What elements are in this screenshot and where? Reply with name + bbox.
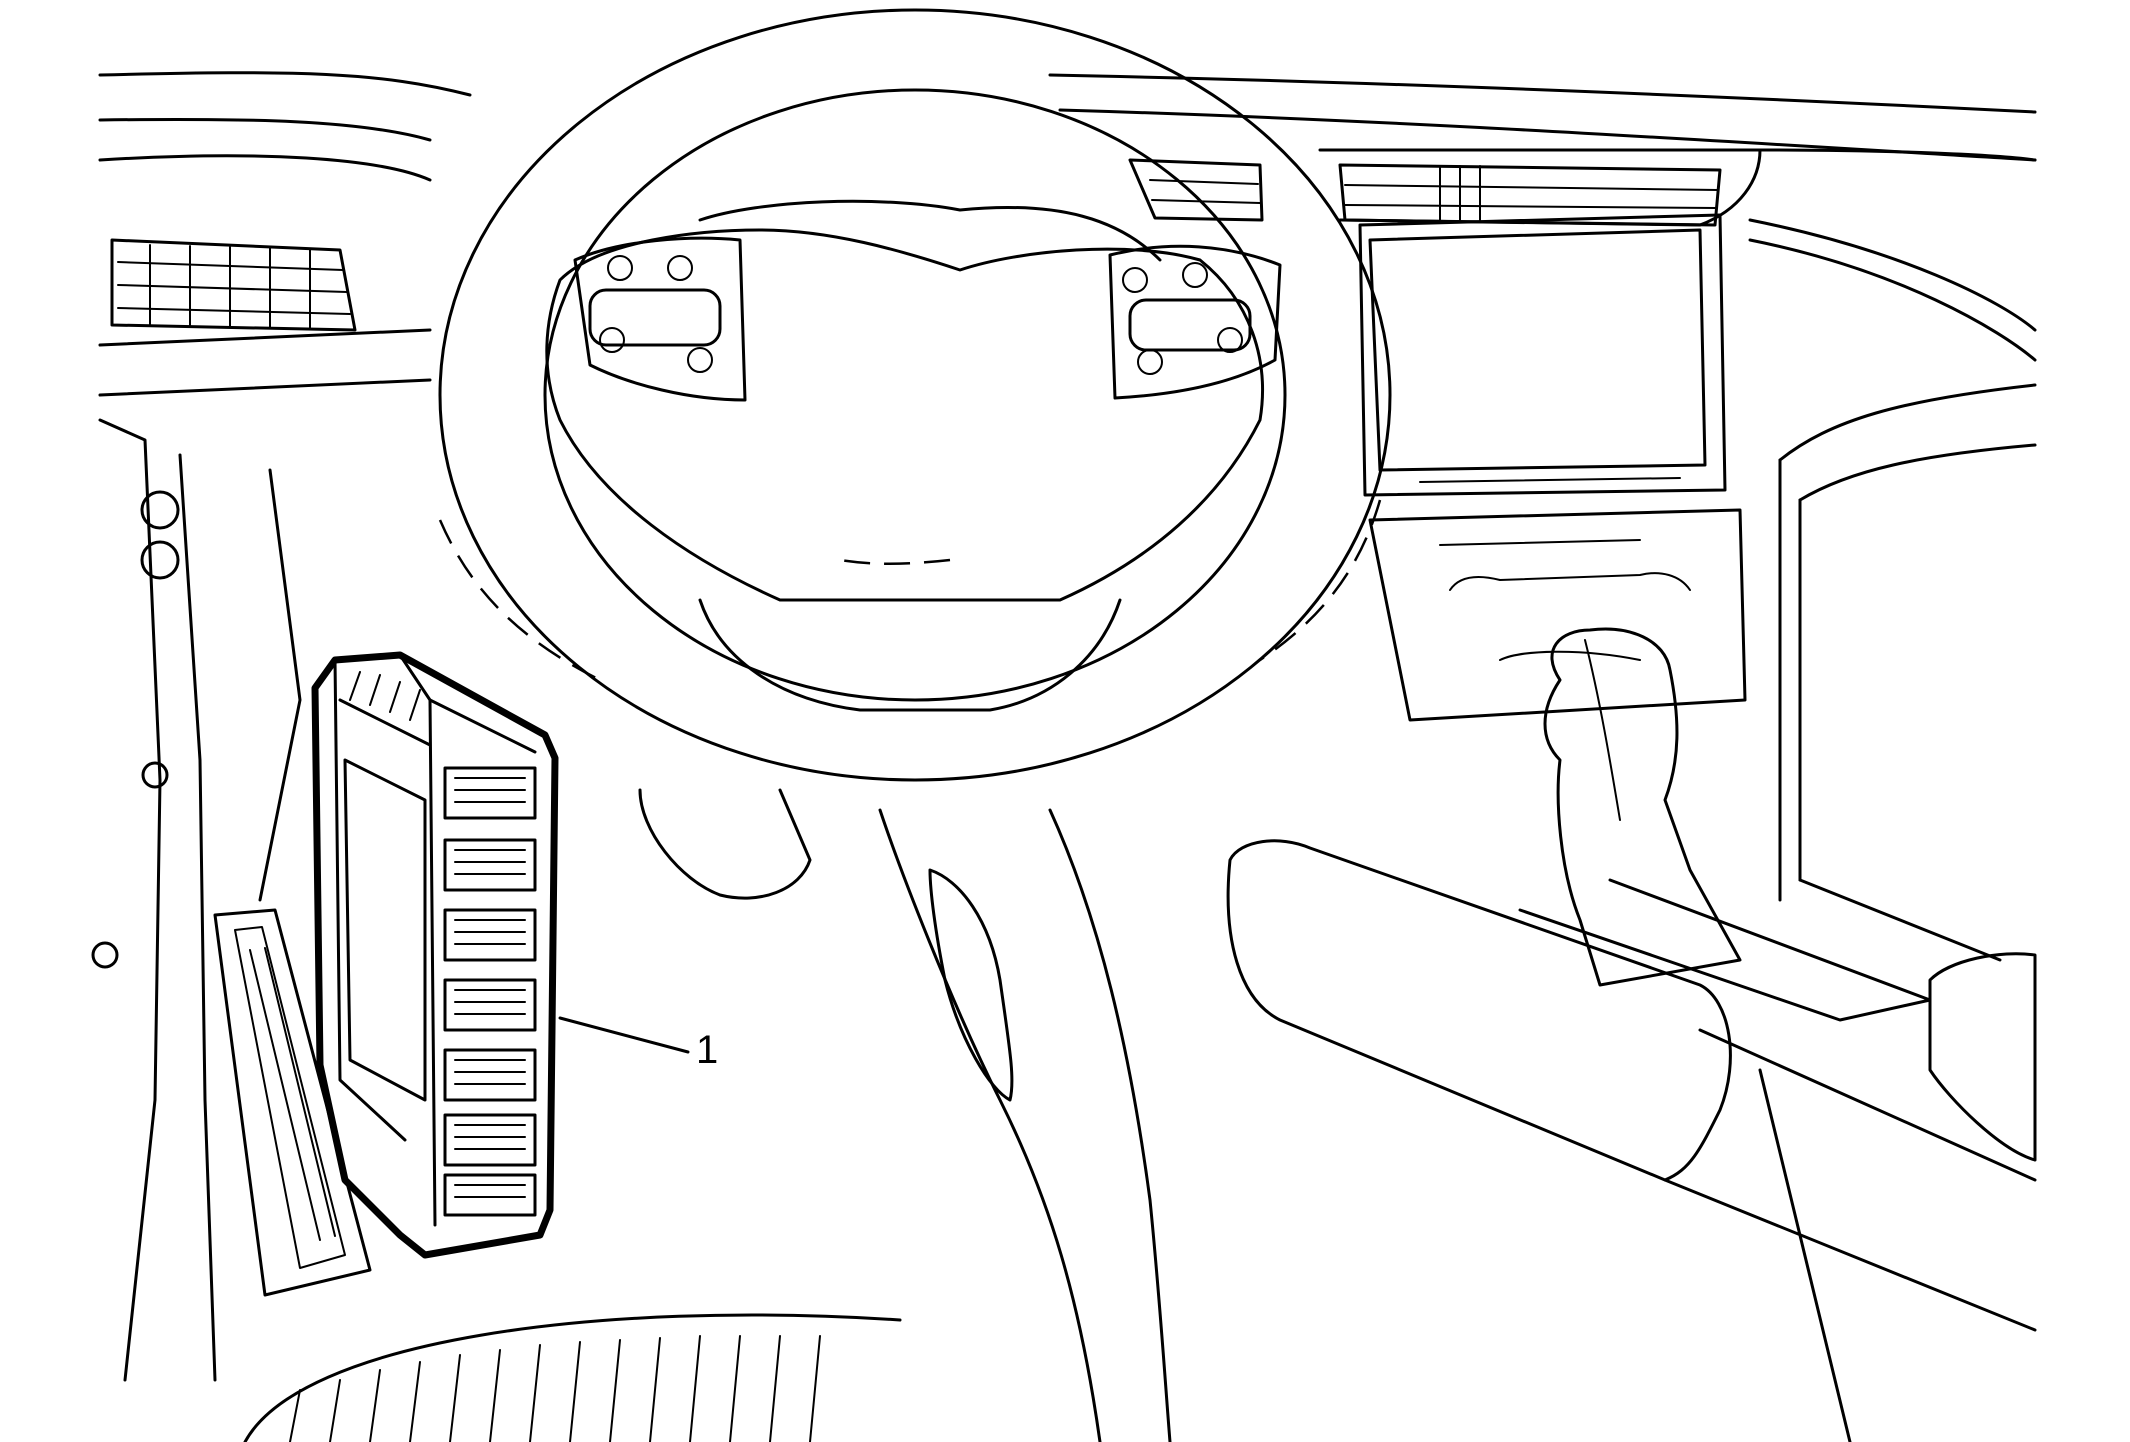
dashboard-outline: [98, 71, 2037, 397]
steering-wheel: [438, 8, 1392, 782]
floor-mat: [243, 1313, 902, 1442]
callout-1-label: 1: [696, 1028, 719, 1072]
body-control-module-connectors: [443, 766, 537, 1217]
callout-1-leader-line: [558, 1016, 690, 1054]
accelerator-pedal: [213, 908, 372, 1297]
gear-shifter: [1543, 627, 1742, 987]
steering-wheel-left-controls: [573, 236, 747, 402]
climate-control-panel: [1368, 508, 1747, 722]
center-display: [1358, 213, 1727, 497]
left-air-vent: [110, 238, 357, 332]
right-door: [1778, 383, 2037, 962]
left-kick-panel: [91, 418, 302, 1382]
steering-wheel-right-controls: [1108, 244, 1282, 400]
center-air-vents: [1128, 158, 1722, 227]
center-console: [1226, 839, 2037, 1442]
driver-seat: [638, 788, 1172, 1442]
